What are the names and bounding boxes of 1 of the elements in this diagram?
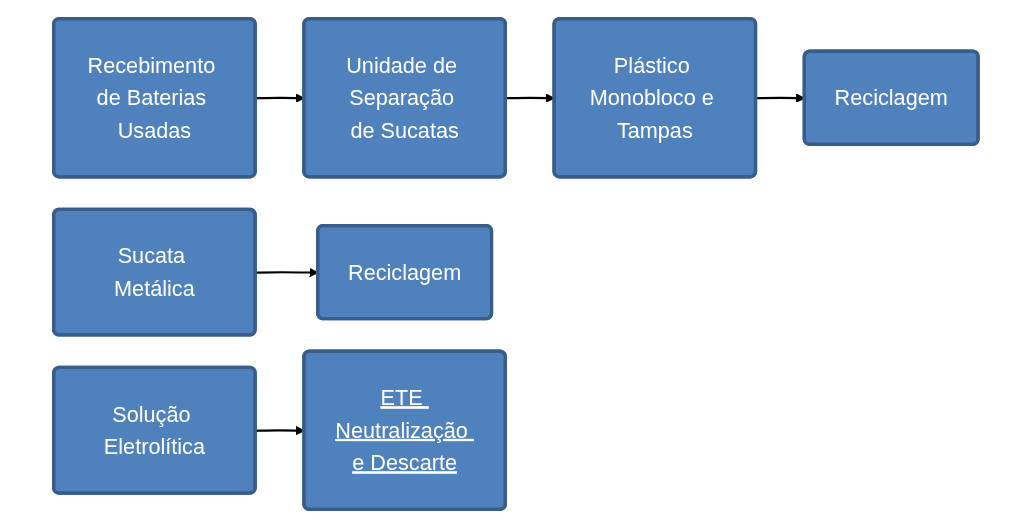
flowchart: Recebimento de Baterias Usadas Unidade de Separação de Sucatas Sucata Metálica Reciclagem Plástico Monobloco e Tampas Reciclagem Solução Eletrolítica ETE Neutralização e Descarte	[44, 10, 987, 518]
